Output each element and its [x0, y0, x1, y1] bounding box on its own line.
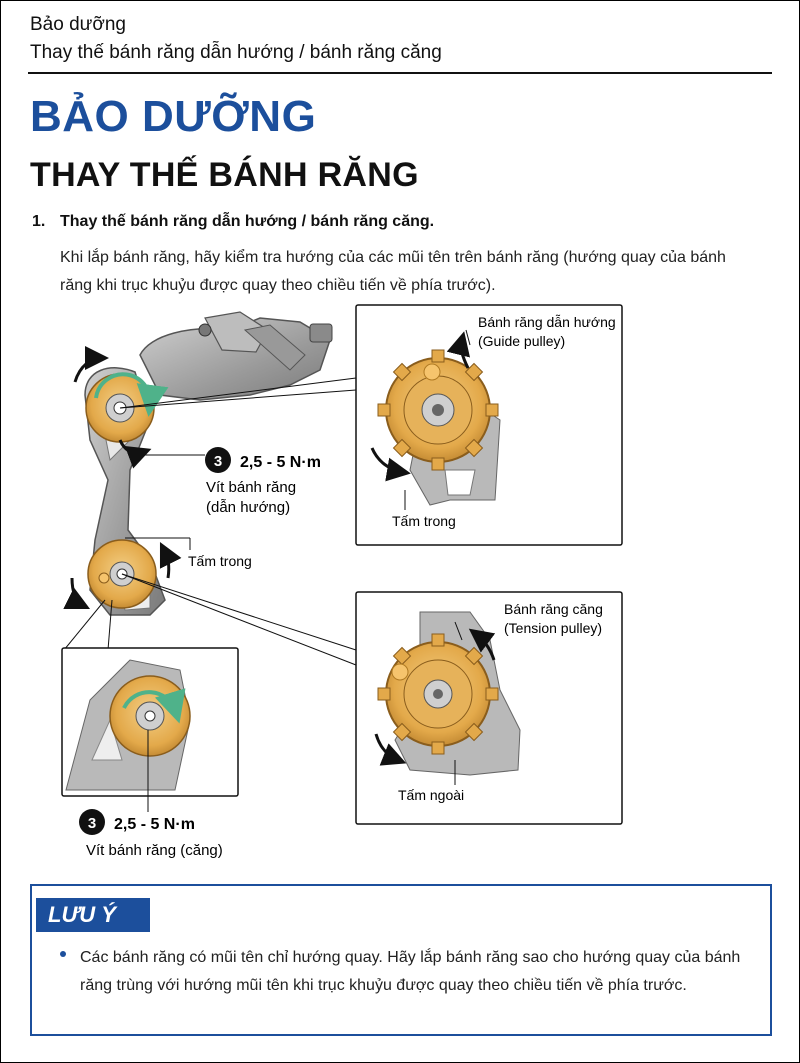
- guide-torque-value: 2,5 - 5 N·m: [240, 454, 321, 471]
- tension-pulley-detail: Bánh răng căng (Tension pulley) Tấm ngoà…: [355, 591, 623, 825]
- note-text: Các bánh răng có mũi tên chỉ hướng quay.…: [80, 949, 741, 994]
- note-tag: LƯU Ý: [36, 898, 150, 932]
- tension-pulley-label-en: (Tension pulley): [504, 620, 602, 636]
- step-number: 1.: [32, 213, 46, 230]
- guide-pulley-detail: Bánh răng dẫn hướng (Guide pulley) Tấm t…: [355, 304, 623, 546]
- tension-pulley-label: Bánh răng căng: [504, 601, 603, 617]
- torque-badge-guide-label: 3: [214, 453, 222, 470]
- step-heading: 1. Thay thế bánh răng dẫn hướng / bánh ră…: [32, 213, 434, 231]
- header-subtitle: Thay thế bánh răng dẫn hướng / bánh răng…: [30, 42, 442, 63]
- guide-pulley-label: Bánh răng dẫn hướng: [478, 314, 616, 330]
- section-title: THAY THẾ BÁNH RĂNG: [30, 156, 419, 194]
- header-section: Bảo dưỡng: [30, 14, 126, 35]
- step-description: Khi lắp bánh răng, hãy kiểm tra hướng củ…: [60, 249, 726, 294]
- tension-torque-value: 2,5 - 5 N·m: [114, 816, 195, 833]
- torque-badge-tension: [79, 809, 105, 835]
- detail-inner-plate-label: Tấm trong: [392, 513, 456, 529]
- tension-screw-detail: [61, 647, 239, 797]
- guide-screw-sublabel: (dẫn hướng): [206, 499, 290, 516]
- torque-badge-tension-label: 3: [88, 815, 96, 832]
- inner-plate-label: Tấm trong: [188, 553, 252, 569]
- outer-plate-label: Tấm ngoài: [398, 787, 464, 803]
- page-title: BẢO DƯỠNG: [30, 92, 317, 141]
- step-heading-text: Thay thế bánh răng dẫn hướng / bánh răng…: [60, 213, 435, 230]
- header-divider: [28, 72, 772, 74]
- note-bullet: [60, 951, 66, 957]
- derailleur-figure: 3 2,5 - 5 N·m Vít bánh răng (dẫn hướng) …: [61, 304, 623, 859]
- derailleur-body: [139, 311, 333, 401]
- guide-screw-label: Vít bánh răng: [206, 479, 296, 496]
- torque-badge-guide: [205, 447, 231, 473]
- tension-screw-label: Vít bánh răng (căng): [86, 842, 223, 859]
- guide-pulley-label-en: (Guide pulley): [478, 333, 565, 349]
- note-box: [30, 884, 772, 1036]
